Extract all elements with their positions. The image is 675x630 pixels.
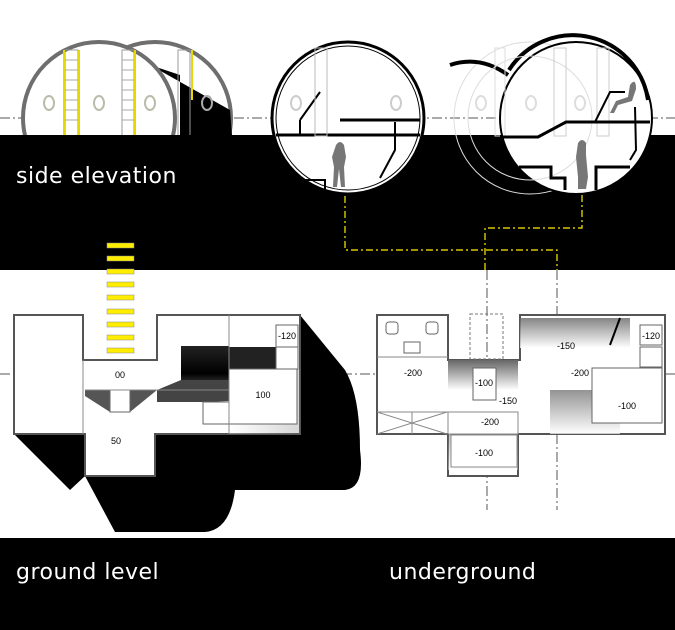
level-label: 00 (115, 370, 125, 380)
underground-title: underground (389, 560, 537, 585)
ground-level-plan: 00 -120 100 50 (13, 314, 301, 477)
level-label: -200 (571, 368, 589, 378)
level-label: 50 (111, 436, 121, 446)
level-label: -100 (618, 401, 636, 411)
connection-lines (344, 193, 583, 270)
elevation-tubes (21, 40, 233, 135)
side-elevation-title: side elevation (16, 164, 177, 189)
level-label: -120 (278, 331, 296, 341)
person-standing-icon (576, 140, 588, 189)
section-tube-left (270, 40, 426, 196)
level-label: -200 (481, 417, 499, 427)
underground-plan: -200 -100 -150 -150 -200 -120 -100 -200 … (376, 313, 666, 477)
section-tube-right (449, 33, 653, 195)
level-label: -150 (499, 396, 517, 406)
entry-stairs (106, 242, 135, 354)
person-seated-icon (610, 81, 636, 113)
level-label: -200 (404, 368, 422, 378)
level-label: -100 (475, 378, 493, 388)
level-label: -100 (475, 448, 493, 458)
level-label: -120 (642, 331, 660, 341)
ground-level-title: ground level (16, 560, 160, 585)
person-standing-icon (332, 142, 346, 187)
level-label: 100 (255, 390, 270, 400)
bottom-band (0, 538, 675, 630)
level-label: -150 (557, 341, 575, 351)
